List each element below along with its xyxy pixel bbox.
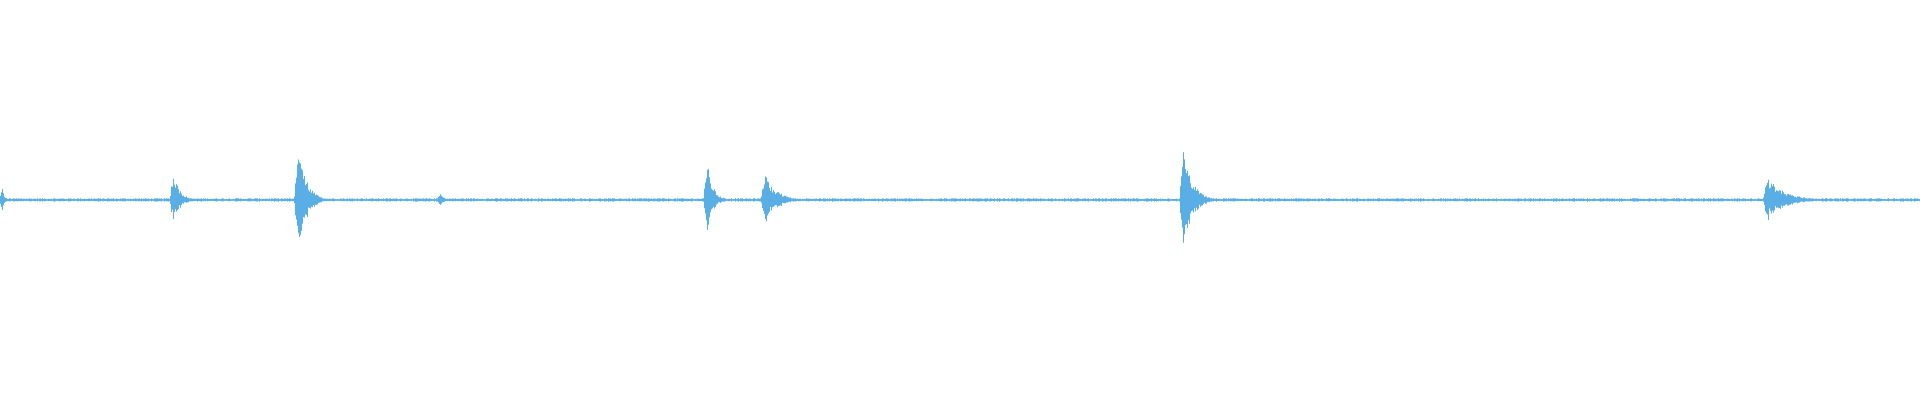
waveform-path (0, 152, 1920, 243)
waveform-trace (0, 152, 1920, 243)
